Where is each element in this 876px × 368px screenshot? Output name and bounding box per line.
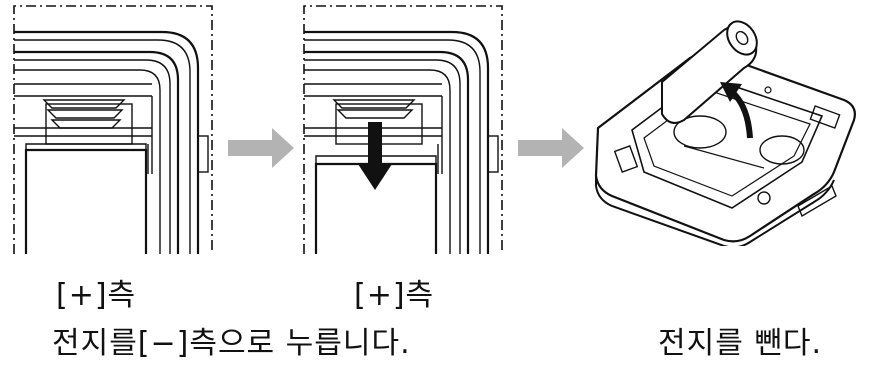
- device-illustration: [592, 10, 864, 246]
- battery: [661, 20, 758, 124]
- instruction-left: 전지를[−]측으로 누릅니다.: [52, 326, 411, 361]
- arrow-right-icon: [228, 128, 294, 168]
- step1-detail-view: [12, 4, 216, 256]
- step1-drawing: [13, 5, 213, 254]
- instruction-right: 전지를 뺀다.: [658, 326, 823, 361]
- arrow-right-icon: [518, 128, 584, 168]
- curved-arrow-up-icon: [720, 82, 753, 139]
- step2-caption: [+]측: [354, 278, 435, 313]
- step2-detail-view: [302, 4, 506, 256]
- arrow-down-icon: [358, 122, 392, 190]
- step2-drawing: [303, 5, 503, 254]
- device-drawing: [594, 20, 856, 246]
- step1-caption: [+]측: [56, 278, 137, 313]
